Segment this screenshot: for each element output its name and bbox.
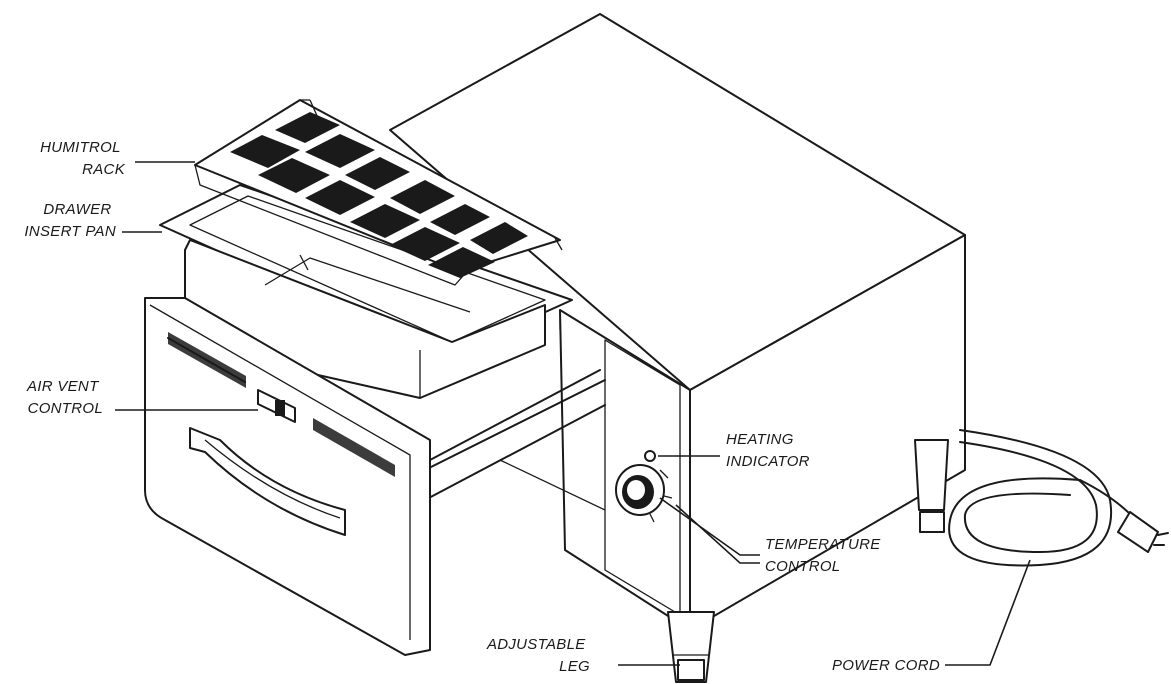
power-plug xyxy=(1117,511,1169,553)
drawer-handle xyxy=(189,427,346,536)
label-heating-indicator: HEATING INDICATOR xyxy=(726,431,810,470)
label-power-cord: POWER CORD xyxy=(832,657,940,674)
heating-indicator-light xyxy=(644,450,656,462)
label-drawer-insert-pan: DRAWER INSERT PAN xyxy=(24,201,116,240)
vent-slots-right xyxy=(313,418,395,477)
humitrol-rack xyxy=(194,99,563,286)
drawer-slides xyxy=(424,310,606,511)
drawer-front xyxy=(144,297,431,656)
leader-lines xyxy=(115,161,1031,666)
adjustable-leg-front xyxy=(667,611,715,683)
power-cord xyxy=(948,429,1169,567)
label-adjustable-leg: ADJUSTABLE LEG xyxy=(486,636,590,675)
air-vent-control-slider xyxy=(257,389,296,423)
rack-grilles xyxy=(230,112,528,278)
vent-slots-left xyxy=(167,332,246,388)
label-air-vent-control: AIR VENT CONTROL xyxy=(26,378,103,417)
label-temperature-control: TEMPERATURE CONTROL xyxy=(765,536,885,575)
temperature-control-knob xyxy=(615,464,673,523)
label-humitrol-rack: HUMITROL RACK xyxy=(40,139,126,178)
adjustable-leg-back xyxy=(914,439,949,533)
